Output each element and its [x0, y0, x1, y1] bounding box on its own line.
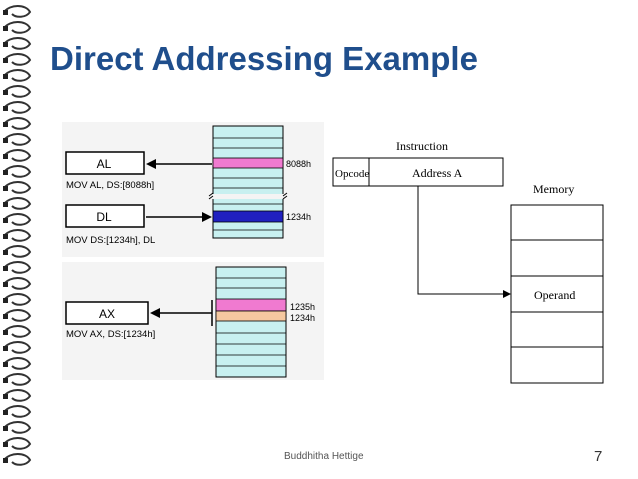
spiral-coil — [3, 213, 32, 226]
operand-cell: Operand — [534, 288, 575, 302]
spiral-hole — [3, 58, 8, 63]
spiral-coil — [3, 37, 32, 50]
spiral-coil — [3, 53, 32, 66]
spiral-coil — [3, 453, 32, 466]
spiral-coil — [3, 85, 32, 98]
spiral-hole — [3, 234, 8, 239]
memory-heading: Memory — [533, 182, 574, 196]
spiral-hole — [3, 10, 8, 15]
slide-title: Direct Addressing Example — [50, 40, 478, 77]
spiral-coil — [3, 21, 32, 34]
spiral-coil — [3, 101, 32, 114]
arrow-from-dl-head — [202, 212, 212, 222]
spiral-coil — [3, 229, 32, 242]
register-dl-label: DL — [96, 210, 112, 224]
page-number: 7 — [594, 448, 603, 465]
instruction-heading: Instruction — [396, 139, 448, 153]
memory-cell-1235h — [215, 298, 287, 312]
spiral-coil — [3, 357, 32, 370]
spiral-hole — [3, 106, 8, 111]
spiral-coil — [3, 69, 32, 82]
spiral-coil — [3, 277, 32, 290]
address-1235h: 1235h — [290, 302, 315, 312]
instruction-1-text: MOV AL, DS:[8088h] — [66, 180, 154, 191]
spiral-coil — [3, 181, 32, 194]
spiral-hole — [3, 218, 8, 223]
spiral-coil — [3, 165, 32, 178]
spiral-hole — [3, 298, 8, 303]
spiral-hole — [3, 186, 8, 191]
address-pointer-arrow-head — [503, 290, 511, 298]
spiral-hole — [3, 26, 8, 31]
spiral-coil — [3, 293, 32, 306]
spiral-hole — [3, 170, 8, 175]
spiral-hole — [3, 250, 8, 255]
spiral-hole — [3, 362, 8, 367]
spiral-coil — [3, 5, 32, 18]
arrow-to-al-head — [146, 159, 156, 169]
spiral-coil — [3, 149, 32, 162]
memory-stack-1 — [208, 125, 288, 239]
spiral-coil — [3, 117, 32, 130]
arrow-to-ax-head — [150, 308, 160, 318]
spiral-hole — [3, 314, 8, 319]
address-8088h: 8088h — [286, 159, 311, 169]
spiral-hole — [3, 458, 8, 463]
spiral-hole — [3, 442, 8, 447]
spiral-coil — [3, 389, 32, 402]
instruction-box — [332, 157, 504, 187]
spiral-coil — [3, 405, 32, 418]
memory-block — [510, 204, 604, 384]
spiral-hole — [3, 394, 8, 399]
memory-cell-8088h — [212, 157, 284, 169]
memory-cell-1234h-b — [215, 310, 287, 322]
register-al-box — [65, 151, 145, 175]
spiral-hole — [3, 282, 8, 287]
address-field: Address A — [412, 166, 463, 180]
spiral-coil — [3, 197, 32, 210]
spiral-hole — [3, 378, 8, 383]
spiral-hole — [3, 426, 8, 431]
spiral-hole — [3, 410, 8, 415]
spiral-coil — [3, 341, 32, 354]
instruction-3-text: MOV AX, DS:[1234h] — [66, 329, 155, 340]
spiral-coil — [3, 309, 32, 322]
spiral-coil — [3, 437, 32, 450]
instruction-2-text: MOV DS:[1234h], DL — [66, 235, 155, 246]
spiral-coil — [3, 373, 32, 386]
spiral-coil — [3, 261, 32, 274]
spiral-hole — [3, 42, 8, 47]
register-ax-label: AX — [99, 307, 115, 321]
address-pointer-arrow — [417, 186, 504, 295]
spiral-hole — [3, 154, 8, 159]
footer-author: Buddhitha Hettige — [284, 451, 364, 462]
spiral-coil — [3, 245, 32, 258]
register-al-label: AL — [97, 157, 112, 171]
spiral-coil — [3, 325, 32, 338]
spiral-hole — [3, 202, 8, 207]
spiral-hole — [3, 330, 8, 335]
spiral-hole — [3, 74, 8, 79]
spiral-hole — [3, 266, 8, 271]
spiral-hole — [3, 346, 8, 351]
register-ax-box — [65, 301, 149, 325]
spiral-binding — [3, 5, 32, 466]
spiral-hole — [3, 122, 8, 127]
spiral-hole — [3, 138, 8, 143]
spiral-coil — [3, 421, 32, 434]
opcode-field: Opcode — [335, 168, 369, 180]
spiral-coil — [3, 133, 32, 146]
memory-cell-1234h-a — [212, 210, 284, 223]
spiral-hole — [3, 90, 8, 95]
address-1234h-b: 1234h — [290, 313, 315, 323]
register-dl-box — [65, 204, 145, 228]
memory-stack-2 — [215, 266, 287, 378]
address-1234h-a: 1234h — [286, 212, 311, 222]
